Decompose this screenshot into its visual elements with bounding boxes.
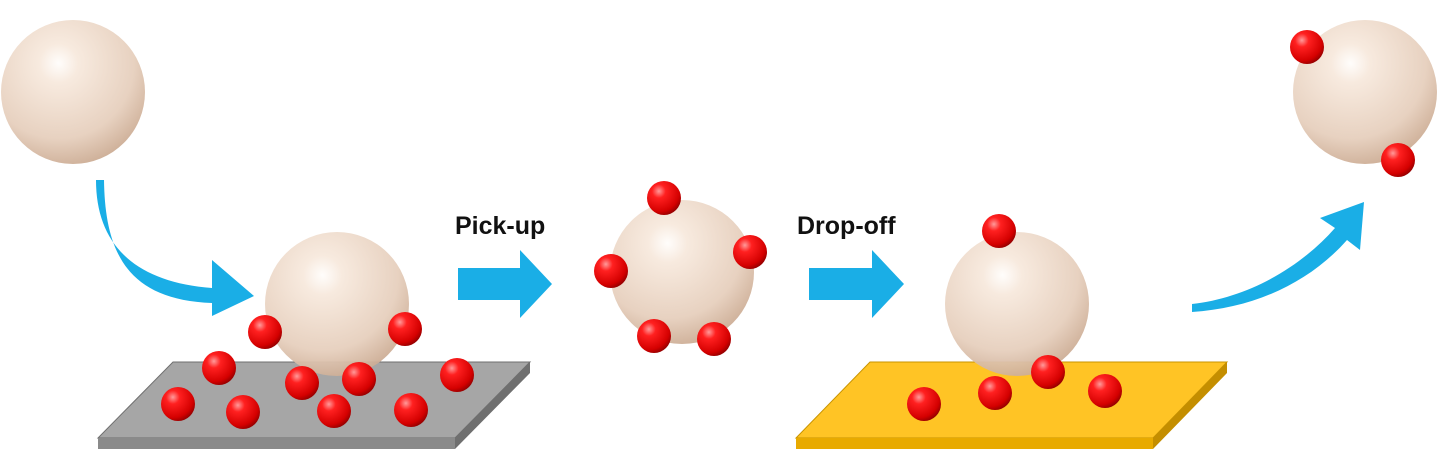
red-particle [394, 393, 428, 427]
red-particle [285, 366, 319, 400]
red-particle [342, 362, 376, 396]
red-particle [317, 394, 351, 428]
red-particle [982, 214, 1016, 248]
red-particle [226, 395, 260, 429]
red-particle [440, 358, 474, 392]
red-particle [388, 312, 422, 346]
red-particle [733, 235, 767, 269]
large-particle-loaded [610, 200, 754, 344]
gray-substrate-front [98, 438, 455, 449]
large-particle-dropoff [945, 232, 1089, 376]
red-particle [697, 322, 731, 356]
large-particle-start [1, 20, 145, 164]
pickup-label: Pick-up [455, 212, 545, 241]
red-particle [248, 315, 282, 349]
red-particle [637, 319, 671, 353]
large-particles [1, 20, 1437, 376]
large-particle-pickup [265, 232, 409, 376]
curved-arrow-up-icon [1192, 202, 1364, 312]
pickup-arrow-icon [458, 250, 552, 318]
dropoff-label: Drop-off [797, 212, 896, 241]
red-particle [978, 376, 1012, 410]
red-particle [1088, 374, 1122, 408]
dropoff-arrow-icon [809, 250, 904, 318]
red-particle [202, 351, 236, 385]
red-particle [1290, 30, 1324, 64]
red-particle [647, 181, 681, 215]
gold-substrate-front [796, 438, 1153, 449]
red-particle [594, 254, 628, 288]
curved-arrow-down-icon [96, 180, 254, 316]
red-particle [1031, 355, 1065, 389]
red-particle [1381, 143, 1415, 177]
red-particle [907, 387, 941, 421]
red-particle [161, 387, 195, 421]
